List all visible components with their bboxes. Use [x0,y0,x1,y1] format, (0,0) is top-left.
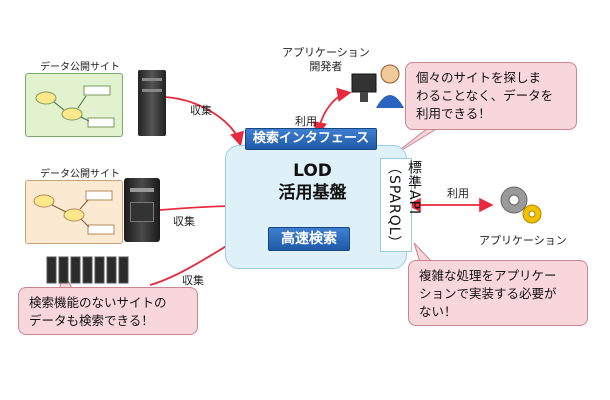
lod-title: LOD 活用基盤 [250,160,375,204]
developer-label-line2: 開発者 [309,60,343,73]
use-label-app: 利用 [447,187,469,200]
search-interface-button[interactable]: 検索インタフェース [245,128,377,150]
collect-label-2: 収集 [173,215,195,228]
developer-label: アプリケーション 開発者 [282,46,370,74]
callout-line: 利用できる！ [416,106,491,122]
site-graph-icon [33,190,115,235]
site-label-1: データ公開サイト [40,62,120,73]
site-panel-2 [25,180,123,244]
developer-person-icon [351,64,404,108]
callout-line: 複雑な処理をアプリケー [419,268,557,283]
app-label: アプリケーション [479,234,567,247]
collect-label-3: 収集 [182,274,204,287]
callout-bottom-right: 複雑な処理をアプリケー ションで実装する必要が ない！ [408,260,588,326]
use-label-developer: 利用 [295,115,317,128]
callout-line: 個々のサイトを探しま [416,70,542,85]
site-panel-1 [25,73,123,137]
use-arrow-developer [312,87,352,137]
callout-line: ない！ [419,304,457,320]
callout-line: 検索機能のないサイトの [29,295,167,310]
server-icon-1 [138,70,166,136]
callout-bottom-left: 検索機能のないサイトの データも検索できる！ [18,287,198,335]
callout-line: わることなく、データを [416,88,554,104]
developer-label-line1: アプリケーション [282,46,370,59]
lod-title-line2: 活用基盤 [278,183,347,203]
collect-arrow-1 [164,96,245,147]
lod-title-line1: LOD [293,161,332,181]
standard-api-label: 標準API（SPARQL） [384,160,424,251]
callout-top-right: 個々のサイトを探しま わることなく、データを 利用できる！ [405,62,577,130]
callout-line: ションで実装する必要が [419,286,557,302]
gear-icon [500,186,542,224]
server-icon-2 [124,178,160,242]
site-graph-icon [35,85,115,128]
api-label-line1: 標準API [406,160,422,216]
collect-label-1: 収集 [190,104,212,117]
site-label-2: データ公開サイト [40,169,120,180]
fast-search-button[interactable]: 高速検索 [268,227,350,251]
callout-line: データも検索できる！ [29,313,154,329]
server-rack-icon [46,256,129,284]
api-label-line2: （SPARQL） [386,160,402,251]
standard-api-panel [380,158,412,252]
